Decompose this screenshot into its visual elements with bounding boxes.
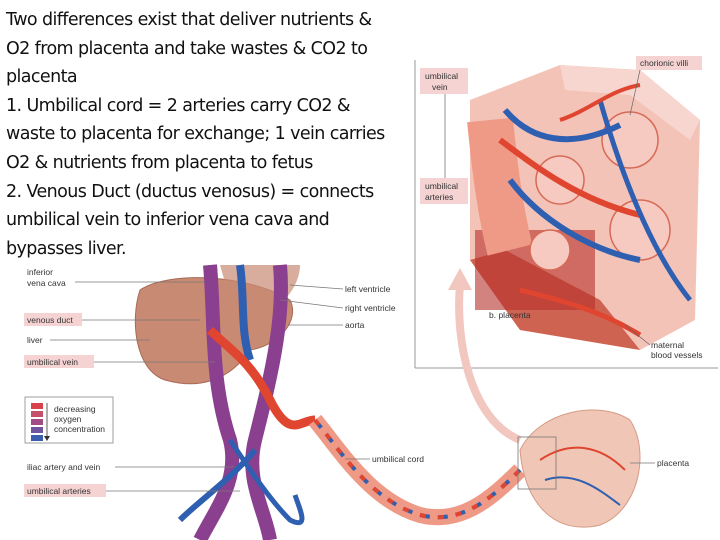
inferior-vena-cava <box>193 264 240 540</box>
fetus-circulation: inferior vena cava venous duct liver umb… <box>24 264 689 540</box>
placenta-inset: umbilical vein umbilical arteries chorio… <box>414 56 718 369</box>
key-swatch <box>31 419 43 425</box>
liver-label: liver <box>27 335 43 345</box>
umbilical-cord-vessel <box>308 414 526 526</box>
left-ventricle-label: left ventricle <box>345 284 391 294</box>
maternal-label: maternal <box>651 340 684 350</box>
aorta-label: aorta <box>345 320 365 330</box>
inferior-vena-cava-label: vena cava <box>27 278 66 288</box>
text-line: O2 & nutrients from placenta to fetus <box>6 152 313 173</box>
chorionic-villi-label: chorionic villi <box>640 58 688 68</box>
b-placenta-label: b. placenta <box>489 310 531 320</box>
text-line: 2. Venous Duct (ductus venosus) = connec… <box>6 181 374 202</box>
inferior-vena-cava-label: inferior <box>27 267 53 277</box>
inset-umbilical-arteries-label: arteries <box>425 192 453 202</box>
zoom-arrow <box>455 284 522 444</box>
key-label: decreasing <box>54 404 96 414</box>
text-line: waste to placenta for exchange; 1 vein c… <box>6 124 385 145</box>
key-label: concentration <box>54 424 105 434</box>
aorta-vessel <box>245 264 288 540</box>
text-line: umbilical vein to inferior vena cava and <box>6 210 330 231</box>
text-line: 1. Umbilical cord = 2 arteries carry CO2… <box>6 95 351 116</box>
key-swatch <box>31 403 43 409</box>
text-line: bypasses liver. <box>6 238 127 259</box>
iliac-label: iliac artery and vein <box>27 462 101 472</box>
text-backdrop <box>0 0 414 264</box>
text-line: O2 from placenta and take wastes & CO2 t… <box>6 38 368 59</box>
key-label: oxygen <box>54 414 82 424</box>
placenta-label: placenta <box>657 458 689 468</box>
umbilical-vein-label: umbilical vein <box>27 357 78 367</box>
key-swatch <box>31 435 43 441</box>
slide-body-text: Two differences exist that deliver nutri… <box>6 6 416 263</box>
venous-duct-label: venous duct <box>27 315 73 325</box>
text-line: Two differences exist that deliver nutri… <box>6 10 372 30</box>
maternal-label: blood vessels <box>651 350 703 360</box>
venous-duct-vessel <box>206 326 316 430</box>
inset-umbilical-vein-label: vein <box>432 82 448 92</box>
chorionic-villus <box>529 229 571 271</box>
umbilical-cord-label: umbilical cord <box>372 454 424 464</box>
placenta-disc <box>519 409 641 528</box>
key-swatch <box>31 411 43 417</box>
text-line: placenta <box>6 67 78 88</box>
right-ventricle-label: right ventricle <box>345 303 396 313</box>
inset-umbilical-arteries-label: umbilical <box>425 181 458 191</box>
umbilical-arteries-label: umbilical arteries <box>27 486 91 496</box>
key-swatch <box>31 427 43 433</box>
oxygen-key: decreasing oxygen concentration <box>24 396 114 444</box>
inset-umbilical-vein-label: umbilical <box>425 71 458 81</box>
